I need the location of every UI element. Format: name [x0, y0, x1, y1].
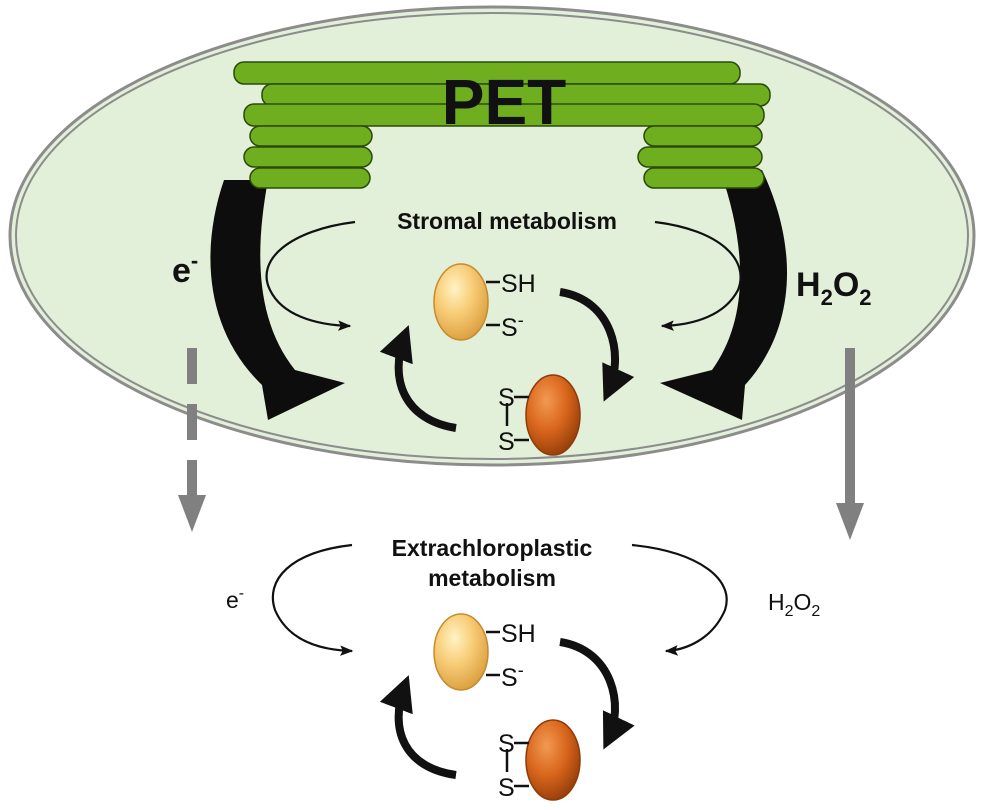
reduced-protein: [433, 613, 489, 691]
thiolate-label: S-: [501, 310, 524, 342]
thiol-label: SH: [501, 270, 536, 298]
disulfide-top-label: S: [498, 730, 515, 758]
oxidized-protein: [525, 374, 581, 456]
extrachloroplastic-title-2: metabolism: [428, 565, 556, 591]
disulfide-top-label: S: [498, 384, 515, 412]
disulfide-bottom-label: S: [498, 428, 515, 456]
reduction-arrow: [379, 325, 457, 432]
outside-redox-cycle: SH S- S S: [379, 613, 635, 802]
peroxide-flux-arrow: [660, 170, 788, 420]
oxidation-arrow: [559, 288, 635, 402]
outside-right-arrow: [631, 543, 728, 656]
thiol-label: SH: [501, 620, 536, 648]
stromal-metabolism-label: Stromal metabolism: [397, 208, 617, 234]
stromal-redox-cycle: SH S- S S: [379, 263, 635, 456]
outside-peroxide-label: H2O2: [768, 589, 820, 620]
peroxide-label: H2O2: [796, 266, 872, 310]
thylakoid-stack: [233, 61, 771, 189]
outside-electron-label: e-: [226, 585, 244, 613]
reduction-arrow: [379, 675, 457, 779]
electron-export-arrow: [178, 348, 206, 532]
electron-label: e-: [172, 248, 198, 290]
reduced-protein: [433, 263, 489, 341]
pet-label: PET: [442, 66, 566, 138]
thiolate-label: S-: [501, 660, 524, 692]
outside-left-arrow: [271, 543, 354, 656]
stromal-right-arrow: [654, 220, 742, 331]
electron-flux-arrow: [210, 180, 345, 420]
disulfide-bottom-label: S: [498, 774, 515, 802]
oxidation-arrow: [559, 638, 635, 750]
peroxide-export-arrow: [836, 348, 864, 540]
oxidized-protein: [525, 719, 581, 801]
stromal-left-arrow: [265, 220, 356, 331]
extrachloroplastic-title-1: Extrachloroplastic: [392, 535, 593, 561]
